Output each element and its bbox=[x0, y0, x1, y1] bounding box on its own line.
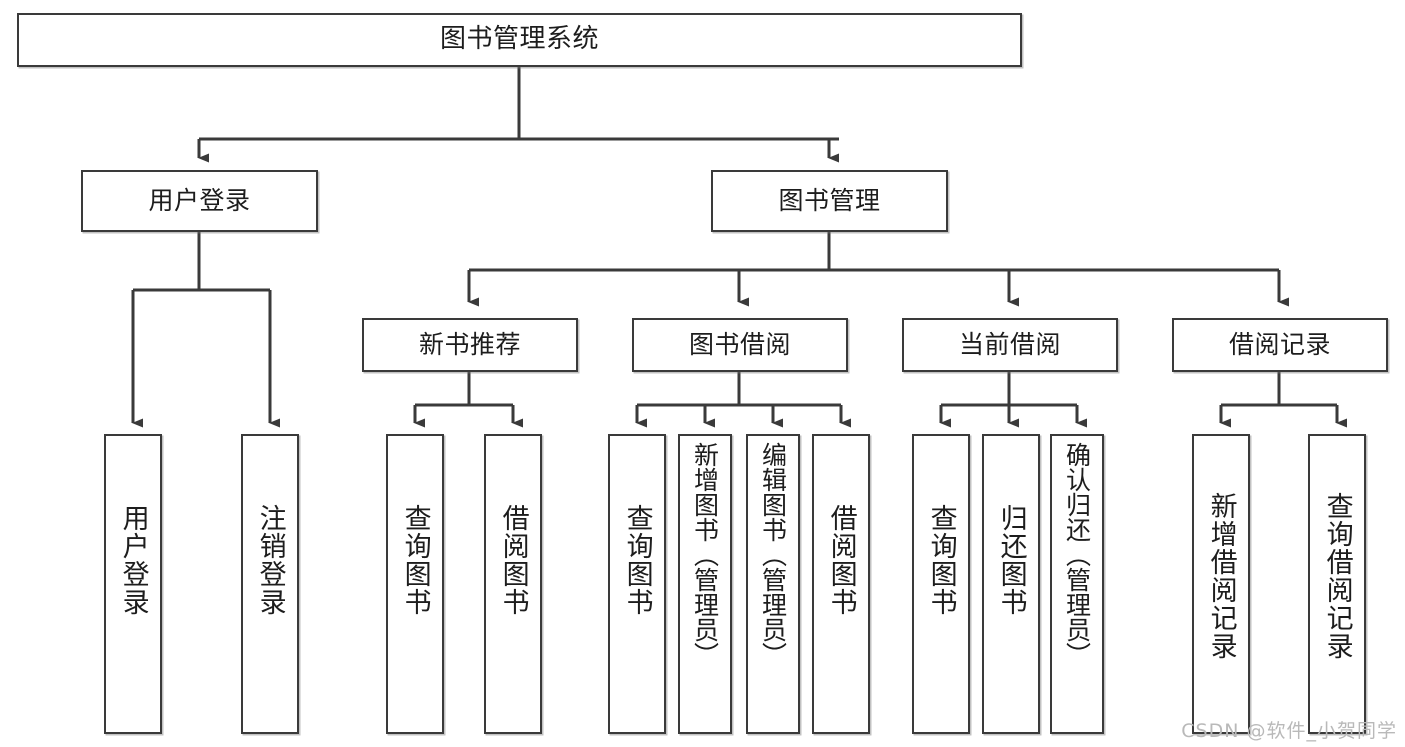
leaf-record-add-borrow-record[interactable]: 新增借阅记录 bbox=[1192, 434, 1250, 734]
node-label: 编辑图书（管理员） bbox=[758, 442, 788, 667]
watermark-text: CSDN @软件_小贺同学 bbox=[1181, 720, 1397, 742]
node-label: 查询图书 bbox=[621, 504, 653, 616]
leaf-current-return-book[interactable]: 归还图书 bbox=[982, 434, 1040, 734]
node-current-borrow[interactable]: 当前借阅 bbox=[902, 318, 1118, 372]
leaf-recommend-borrow-book[interactable]: 借阅图书 bbox=[484, 434, 542, 734]
node-label: 新书推荐 bbox=[418, 329, 521, 359]
node-label: 用户登录 bbox=[148, 185, 251, 215]
leaf-current-query-book[interactable]: 查询图书 bbox=[912, 434, 970, 734]
node-label: 确认归还（管理员） bbox=[1062, 442, 1092, 667]
leaf-borrow-query-book[interactable]: 查询图书 bbox=[608, 434, 666, 734]
node-label: 借阅图书 bbox=[497, 504, 529, 616]
node-label: 图书管理系统 bbox=[439, 24, 599, 55]
node-root-system[interactable]: 图书管理系统 bbox=[17, 13, 1022, 67]
node-new-book-recommend[interactable]: 新书推荐 bbox=[362, 318, 578, 372]
leaf-borrow-edit-book-admin[interactable]: 编辑图书（管理员） bbox=[746, 434, 800, 734]
node-label: 新增图书（管理员） bbox=[690, 442, 720, 667]
node-user-login[interactable]: 用户登录 bbox=[81, 170, 318, 232]
node-label: 借阅图书 bbox=[825, 504, 857, 616]
leaf-borrow-borrow-book[interactable]: 借阅图书 bbox=[812, 434, 870, 734]
node-label: 查询借阅记录 bbox=[1321, 492, 1353, 660]
node-label: 图书借阅 bbox=[688, 329, 791, 359]
leaf-current-confirm-return-admin[interactable]: 确认归还（管理员） bbox=[1050, 434, 1104, 734]
node-label: 注销登录 bbox=[254, 504, 286, 616]
node-label: 查询图书 bbox=[925, 504, 957, 616]
node-label: 新增借阅记录 bbox=[1205, 492, 1237, 660]
node-book-borrow[interactable]: 图书借阅 bbox=[632, 318, 848, 372]
node-borrow-record[interactable]: 借阅记录 bbox=[1172, 318, 1388, 372]
node-label: 归还图书 bbox=[995, 504, 1027, 616]
leaf-recommend-query-book[interactable]: 查询图书 bbox=[386, 434, 444, 734]
leaf-user-logout[interactable]: 注销登录 bbox=[241, 434, 299, 734]
leaf-borrow-add-book-admin[interactable]: 新增图书（管理员） bbox=[678, 434, 732, 734]
node-label: 用户登录 bbox=[117, 504, 149, 616]
node-label: 图书管理 bbox=[778, 185, 881, 215]
node-label: 查询图书 bbox=[399, 504, 431, 616]
node-book-management[interactable]: 图书管理 bbox=[711, 170, 948, 232]
leaf-record-query-borrow-record[interactable]: 查询借阅记录 bbox=[1308, 434, 1366, 734]
node-label: 借阅记录 bbox=[1228, 329, 1331, 359]
leaf-user-login[interactable]: 用户登录 bbox=[104, 434, 162, 734]
node-label: 当前借阅 bbox=[958, 329, 1061, 359]
